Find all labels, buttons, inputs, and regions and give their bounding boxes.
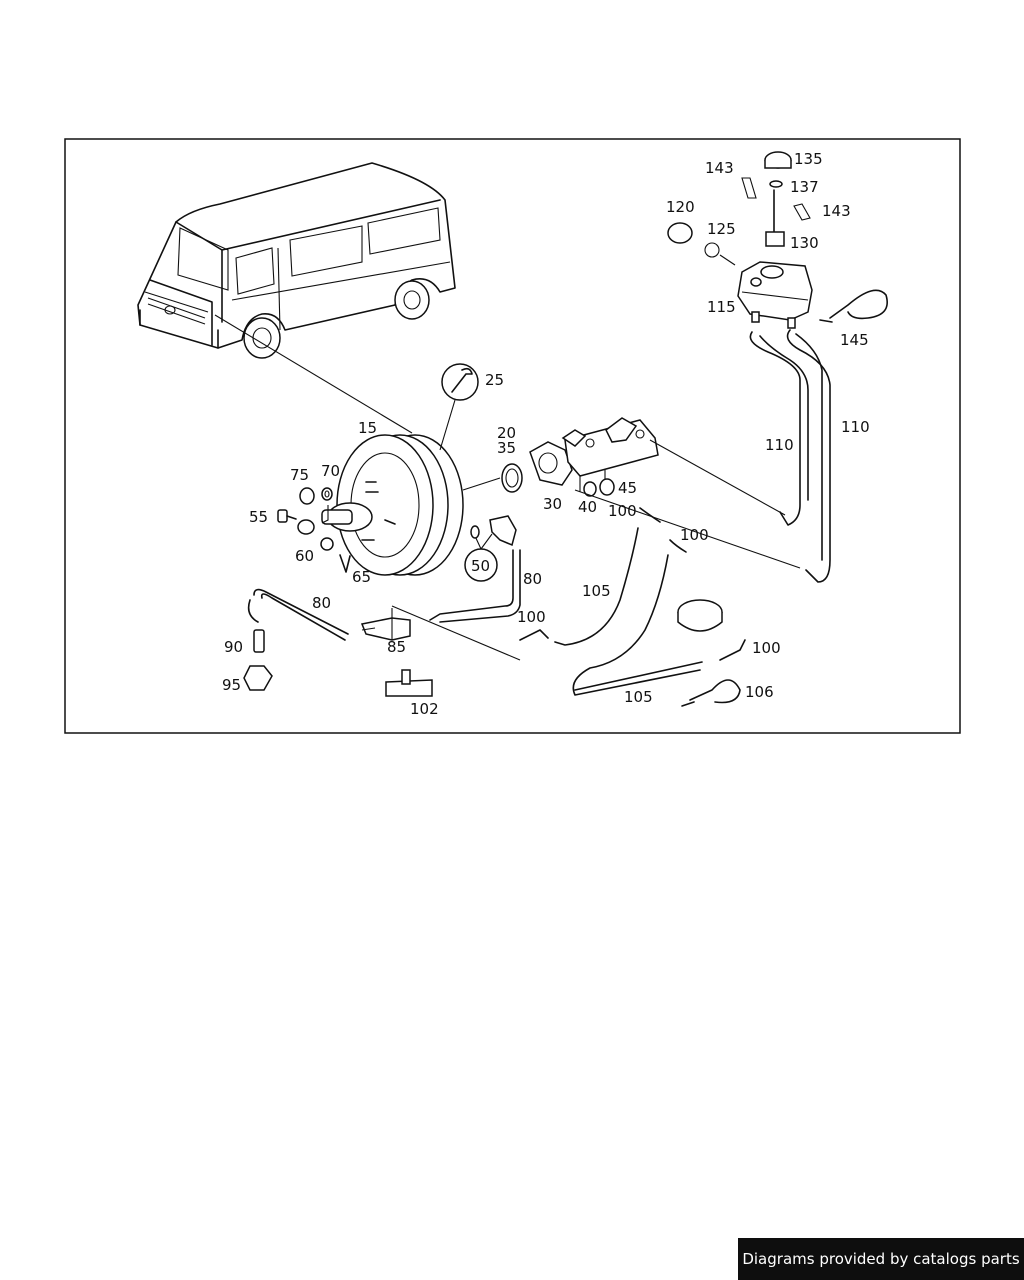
van-icon [137, 162, 456, 359]
callout-15: 15 [358, 419, 377, 437]
callout-100-d: 100 [752, 639, 781, 657]
callout-102: 102 [410, 700, 439, 718]
callout-80-right: 80 [523, 570, 542, 588]
callout-60: 60 [295, 547, 314, 565]
callout-105-b: 105 [624, 688, 653, 706]
callout-100-b: 100 [680, 526, 709, 544]
credit-badge: Diagrams provided by catalogs parts [738, 1238, 1024, 1280]
callout-130: 130 [790, 234, 819, 252]
callout-125: 125 [707, 220, 736, 238]
brake-booster [297, 434, 464, 576]
callout-25: 25 [485, 371, 504, 389]
callout-95: 95 [222, 676, 241, 694]
callout-110-a: 110 [765, 436, 794, 454]
callout-45: 45 [618, 479, 637, 497]
callout-100-a: 100 [608, 502, 637, 520]
callout-40: 40 [578, 498, 597, 516]
diagram-frame [64, 138, 961, 734]
callout-85: 85 [387, 638, 406, 656]
callout-90: 90 [224, 638, 243, 656]
callout-110-b: 110 [841, 418, 870, 436]
callout-135: 135 [794, 150, 823, 168]
callout-55: 55 [249, 508, 268, 526]
callout-105-a: 105 [582, 582, 611, 600]
callout-143-b: 143 [822, 202, 851, 220]
callout-100-c: 100 [517, 608, 546, 626]
master-cylinder [529, 417, 659, 492]
callout-145: 145 [840, 331, 869, 349]
callout-70: 70 [321, 462, 340, 480]
callout-35: 35 [497, 439, 516, 457]
wrench-icon [441, 363, 479, 401]
callout-65: 65 [352, 568, 371, 586]
callout-30: 30 [543, 495, 562, 513]
fluid-reservoir [737, 261, 813, 329]
callout-75: 75 [290, 466, 309, 484]
callout-137: 137 [790, 178, 819, 196]
callout-106: 106 [745, 683, 774, 701]
callout-120: 120 [666, 198, 695, 216]
callout-115: 115 [707, 298, 736, 316]
callout-143-a: 143 [705, 159, 734, 177]
callout-80-left: 80 [312, 594, 331, 612]
callout-50: 50 [471, 557, 490, 575]
callout-20: 20 [497, 424, 516, 442]
